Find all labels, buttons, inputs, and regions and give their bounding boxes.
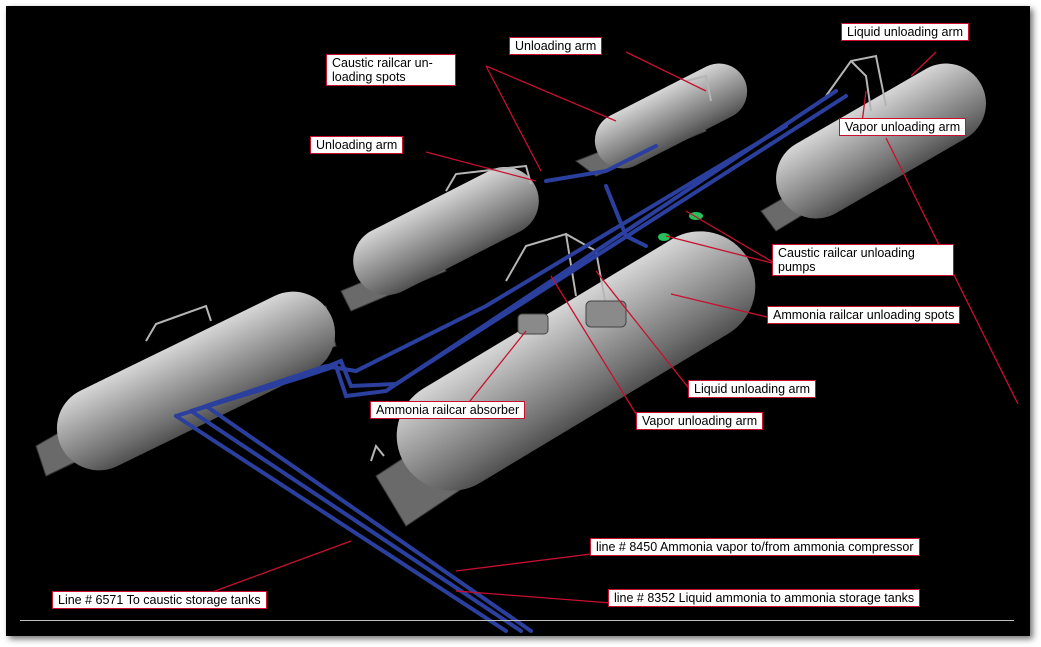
label-unloading-arm-left: Unloading arm bbox=[310, 136, 404, 154]
label-line-8450: line # 8450 Ammonia vapor to/from ammoni… bbox=[590, 538, 920, 556]
label-caustic-railcar-unloading-spots: Caustic railcar un-loading spots bbox=[326, 54, 456, 86]
label-vapor-unloading-arm-right: Vapor unloading arm bbox=[839, 118, 967, 136]
label-ammonia-railcar-unloading-spots: Ammonia railcar unloading spots bbox=[767, 306, 961, 324]
label-vapor-unloading-arm-mid: Vapor unloading arm bbox=[636, 412, 764, 430]
label-line-8352: line # 8352 Liquid ammonia to ammonia st… bbox=[608, 589, 921, 607]
label-line-6571: Line # 6571 To caustic storage tanks bbox=[52, 591, 267, 609]
label-ammonia-railcar-absorber: Ammonia railcar absorber bbox=[370, 401, 526, 419]
diagram-frame: Unloading arm Liquid unloading arm Caust… bbox=[6, 6, 1030, 636]
absorber-equipment bbox=[517, 300, 627, 335]
tank-mid-left bbox=[353, 167, 539, 295]
label-liquid-unloading-arm-top: Liquid unloading arm bbox=[841, 23, 970, 41]
tank-bottom-center bbox=[396, 231, 756, 491]
unloading-arms bbox=[145, 54, 887, 462]
label-caustic-railcar-unloading-pumps: Caustic railcar unloading pumps bbox=[772, 244, 954, 276]
pipe-network bbox=[174, 89, 848, 633]
railcar-unloading-scene bbox=[35, 51, 1019, 633]
label-liquid-unloading-arm-mid: Liquid unloading arm bbox=[688, 380, 817, 398]
label-unloading-arm-top: Unloading arm bbox=[509, 37, 603, 55]
baseline-rule bbox=[20, 620, 1014, 621]
tank-bottom-left bbox=[56, 291, 336, 471]
tank-top-right bbox=[776, 63, 986, 219]
pump-markers bbox=[658, 212, 703, 241]
